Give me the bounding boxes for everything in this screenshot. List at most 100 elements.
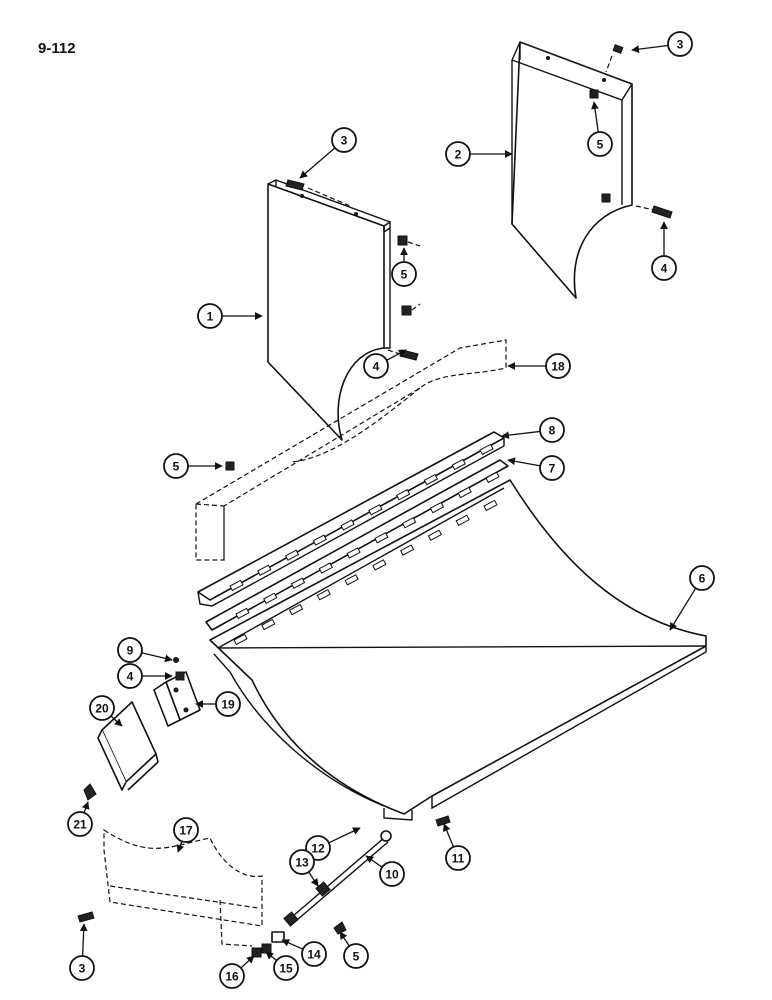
callout-20: 20 [89,695,115,721]
slotted-strip-lower [205,459,509,631]
strip-slots [229,443,500,620]
callout-circle [117,637,143,663]
leader-line [501,430,541,440]
leader-line [365,855,383,868]
callout-number: 18 [551,360,565,374]
callout-circle [215,691,241,717]
callout-circle [331,127,357,153]
callout-5: 5 [343,943,369,969]
callout-circle [587,131,613,157]
callout-4: 4 [363,353,389,379]
callout-number: 2 [455,148,462,162]
callout-circle [273,955,299,981]
leader-line [176,841,185,853]
callout-3: 3 [331,127,357,153]
leader-line [339,931,350,947]
callout-circle [89,695,115,721]
lower-shield [103,828,263,947]
leader-line [631,44,669,53]
callout-4: 4 [117,663,143,689]
callout-number: 5 [173,460,180,474]
callout-number: 20 [95,702,109,716]
reinforcement-bar [195,339,507,561]
leader-line [591,101,599,133]
callout-number: 3 [677,38,684,52]
callout-8: 8 [539,417,565,443]
callout-number: 14 [307,948,321,962]
callout-number: 4 [373,360,380,374]
callout-number: 6 [699,572,706,586]
callout-number: 8 [549,424,556,438]
callout-5: 5 [163,453,189,479]
leader-line [299,147,336,179]
callout-number: 4 [127,670,134,684]
callout-circle [117,663,143,689]
callout-circle [163,453,189,479]
callout-3: 3 [667,31,693,57]
leader-line [507,457,541,467]
callout-7: 7 [539,455,565,481]
callout-circle [651,255,677,281]
callout-9: 9 [117,637,143,663]
callout-number: 3 [79,962,86,976]
leader-lines [79,44,697,969]
callout-circle [219,963,245,989]
callout-17: 17 [173,817,199,843]
curved-pan [209,479,707,821]
callout-number: 11 [452,852,465,866]
leader-line [240,955,255,969]
callout-10: 10 [379,861,405,887]
callout-number: 21 [73,818,87,832]
callout-1: 1 [197,303,223,329]
leader-line [443,823,455,848]
leader-line [386,349,407,361]
callout-15: 15 [273,955,299,981]
callout-2: 2 [445,141,471,167]
leader-line [81,801,90,813]
callout-16: 16 [219,963,245,989]
callout-circle [689,565,715,591]
callout-number: 10 [385,868,399,882]
hardware-right [589,44,673,219]
callout-14: 14 [301,941,327,967]
callout-number: 7 [549,462,556,476]
rod-assembly [77,461,451,958]
leader-line [328,827,361,844]
side-panel-left [267,179,392,441]
callout-19: 19 [215,691,241,717]
leader-line [281,939,304,950]
callout-4: 4 [651,255,677,281]
callout-number: 12 [311,842,325,856]
callout-number: 19 [221,698,235,712]
bracket-19 [153,671,201,727]
leader-line [265,951,278,962]
callout-5: 5 [587,131,613,157]
side-panel-right [511,41,633,299]
callout-number: 16 [225,970,239,984]
callout-number: 5 [597,138,604,152]
page-label: 9-112 [38,40,76,57]
callout-21: 21 [67,811,93,837]
callout-circle [173,817,199,843]
callout-circle [69,955,95,981]
callout-18: 18 [545,353,571,379]
callout-11: 11 [445,845,471,871]
callout-number: 17 [179,824,193,838]
leader-line [669,587,697,631]
callout-circle [539,417,565,443]
callout-circle [391,261,417,287]
callout-circle [545,353,571,379]
callout-number: 5 [401,268,408,282]
callout-circle [445,141,471,167]
callout-5: 5 [391,261,417,287]
callout-number: 13 [295,856,309,870]
callout-circle [67,811,93,837]
leader-line [308,871,319,887]
callout-circle [363,353,389,379]
callout-circle [379,861,405,887]
callout-number: 4 [661,262,668,276]
callout-number: 15 [279,962,293,976]
leader-line [110,715,123,727]
